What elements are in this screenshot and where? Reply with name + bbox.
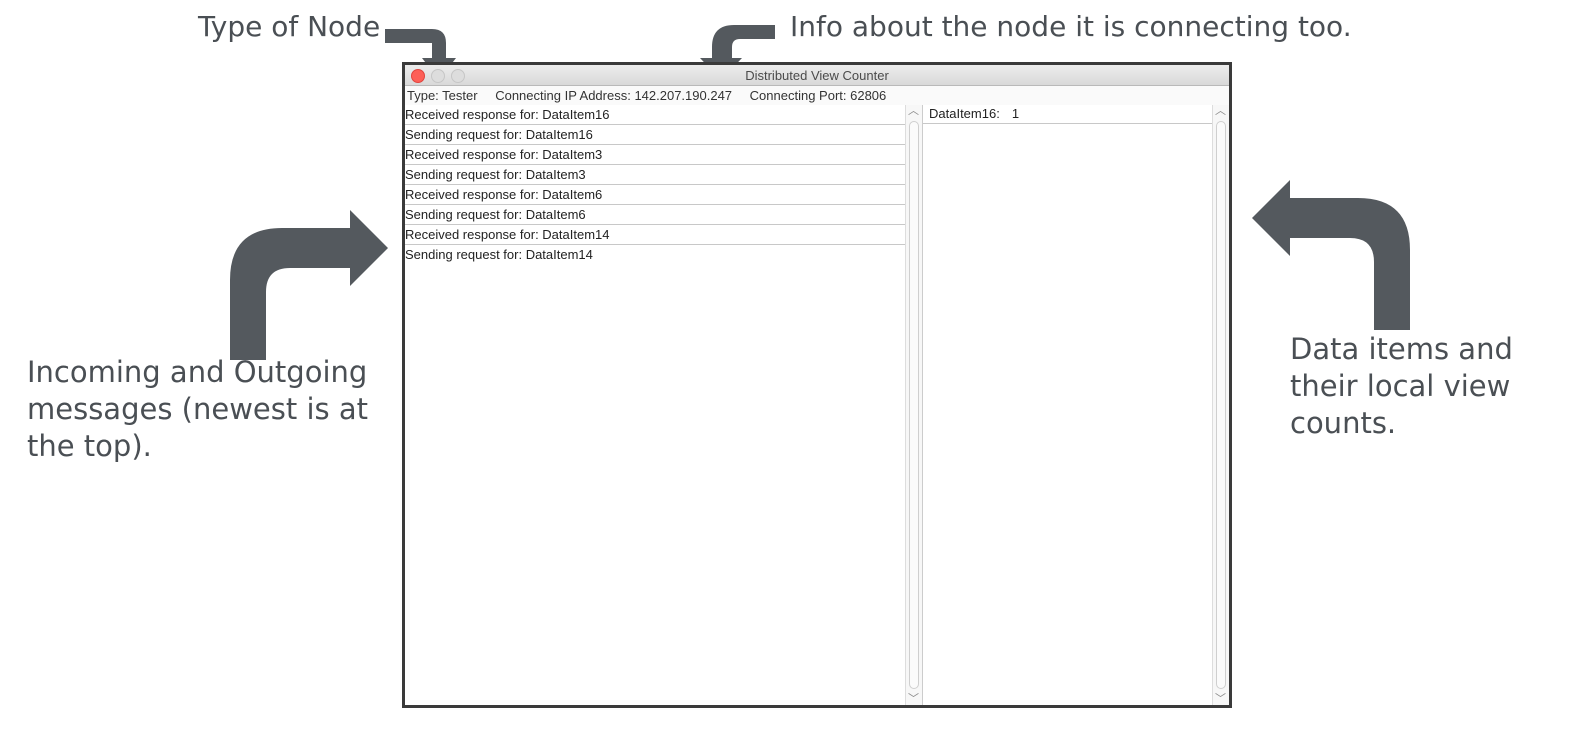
data-item-name: DataItem16: [929,106,1000,121]
scroll-track[interactable] [1216,121,1226,689]
list-item[interactable]: Sending request for: DataItem14 [405,247,593,262]
scroll-down-icon[interactable]: ﹀ [1215,693,1226,705]
list-item[interactable]: Sending request for: DataItem3 [405,165,905,185]
data-item-row[interactable]: DataItem16: 1 [923,105,1212,124]
annotation-node-info: Info about the node it is connecting too… [790,10,1352,43]
minimize-button[interactable] [431,69,445,83]
connection-info-bar: Type: Tester Connecting IP Address: 142.… [405,86,1229,105]
scroll-up-icon[interactable]: ︿ [1215,105,1226,117]
list-item[interactable]: Received response for: DataItem14 [405,225,905,245]
data-items-scrollbar[interactable]: ︿ ﹀ [1212,105,1229,705]
connecting-port-label: Connecting Port: 62806 [749,88,887,103]
arrow-data-items [1252,180,1410,330]
annotation-type-of-node: Type of Node [198,10,381,43]
data-items-list[interactable]: DataItem16: 1 [923,105,1212,705]
window-title: Distributed View Counter [745,68,889,83]
scroll-down-icon[interactable]: ﹀ [908,693,919,705]
annotation-data-items: Data items and their local view counts. [1290,332,1513,440]
list-item[interactable]: Received response for: DataItem6 [405,185,905,205]
messages-list[interactable]: Received response for: DataItem16 Sendin… [405,105,906,705]
title-bar: Distributed View Counter [405,65,1229,86]
arrow-messages [230,210,388,360]
scroll-track[interactable] [909,121,919,689]
data-item-count: 1 [1011,106,1020,121]
node-type-label: Type: Tester [407,88,478,103]
app-window: Distributed View Counter Type: Tester Co… [402,62,1232,708]
connecting-ip-label: Connecting IP Address: 142.207.190.247 [495,88,733,103]
annotation-messages: Incoming and Outgoing messages (newest i… [27,355,368,463]
close-button[interactable] [411,69,425,83]
messages-scrollbar[interactable]: ︿ ﹀ [905,105,923,705]
list-item[interactable]: Received response for: DataItem16 [405,105,905,125]
maximize-button[interactable] [451,69,465,83]
scroll-up-icon[interactable]: ︿ [908,105,919,117]
list-item[interactable]: Sending request for: DataItem16 [405,125,905,145]
list-item[interactable]: Received response for: DataItem3 [405,145,905,165]
list-item[interactable]: Sending request for: DataItem6 [405,205,905,225]
